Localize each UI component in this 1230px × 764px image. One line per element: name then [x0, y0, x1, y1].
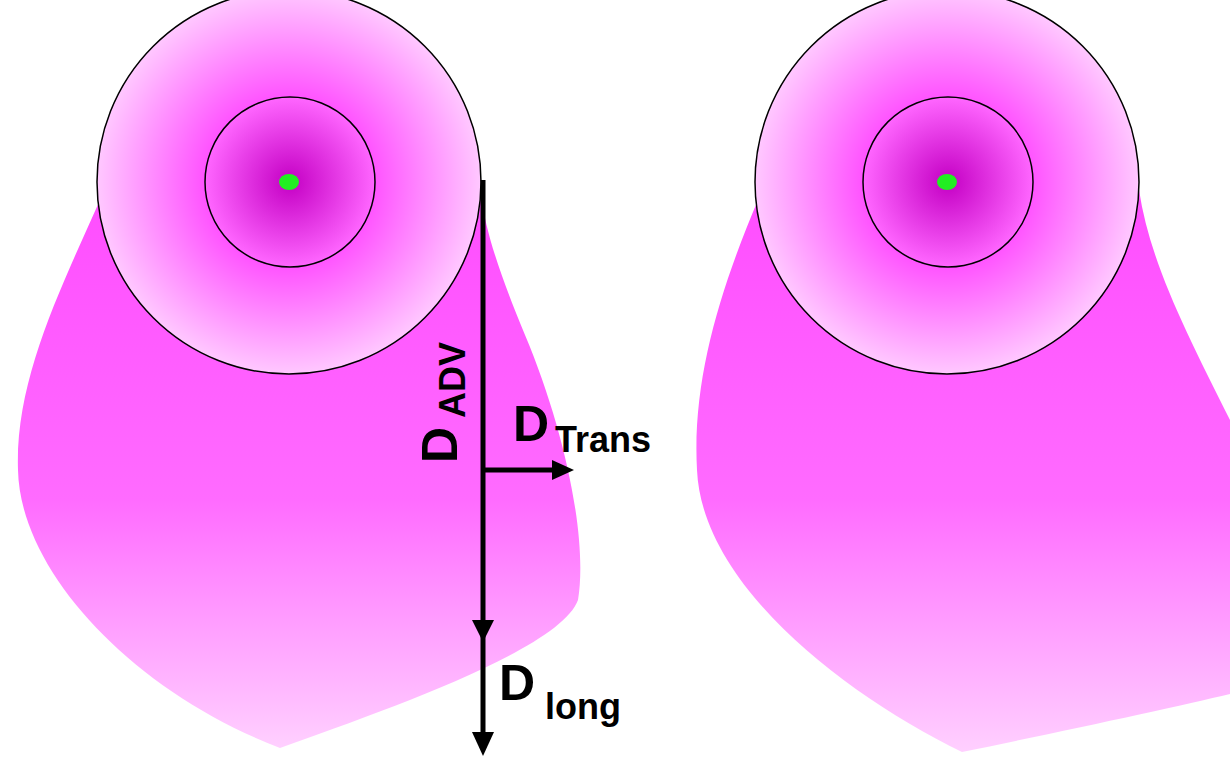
source-point: [937, 174, 957, 190]
transverse-arrow: [483, 468, 556, 473]
inner-zone: [205, 97, 375, 267]
arrow-head: [472, 732, 494, 756]
coefficient-subscript: Trans: [555, 422, 651, 458]
outer-zone: [755, 0, 1139, 374]
inner-zone: [863, 97, 1033, 267]
coefficient-symbol: D: [415, 427, 465, 463]
arrow-head: [552, 460, 574, 480]
coefficient-subscript: long: [545, 689, 621, 725]
coefficient-subscript: ADV: [435, 342, 471, 418]
coefficient-symbol: D: [513, 399, 549, 449]
coefficient-symbol: D: [499, 658, 535, 708]
arrow-head: [472, 620, 494, 642]
outer-zone: [97, 0, 481, 374]
advection-arrow: [481, 180, 486, 742]
source-point: [279, 174, 299, 190]
